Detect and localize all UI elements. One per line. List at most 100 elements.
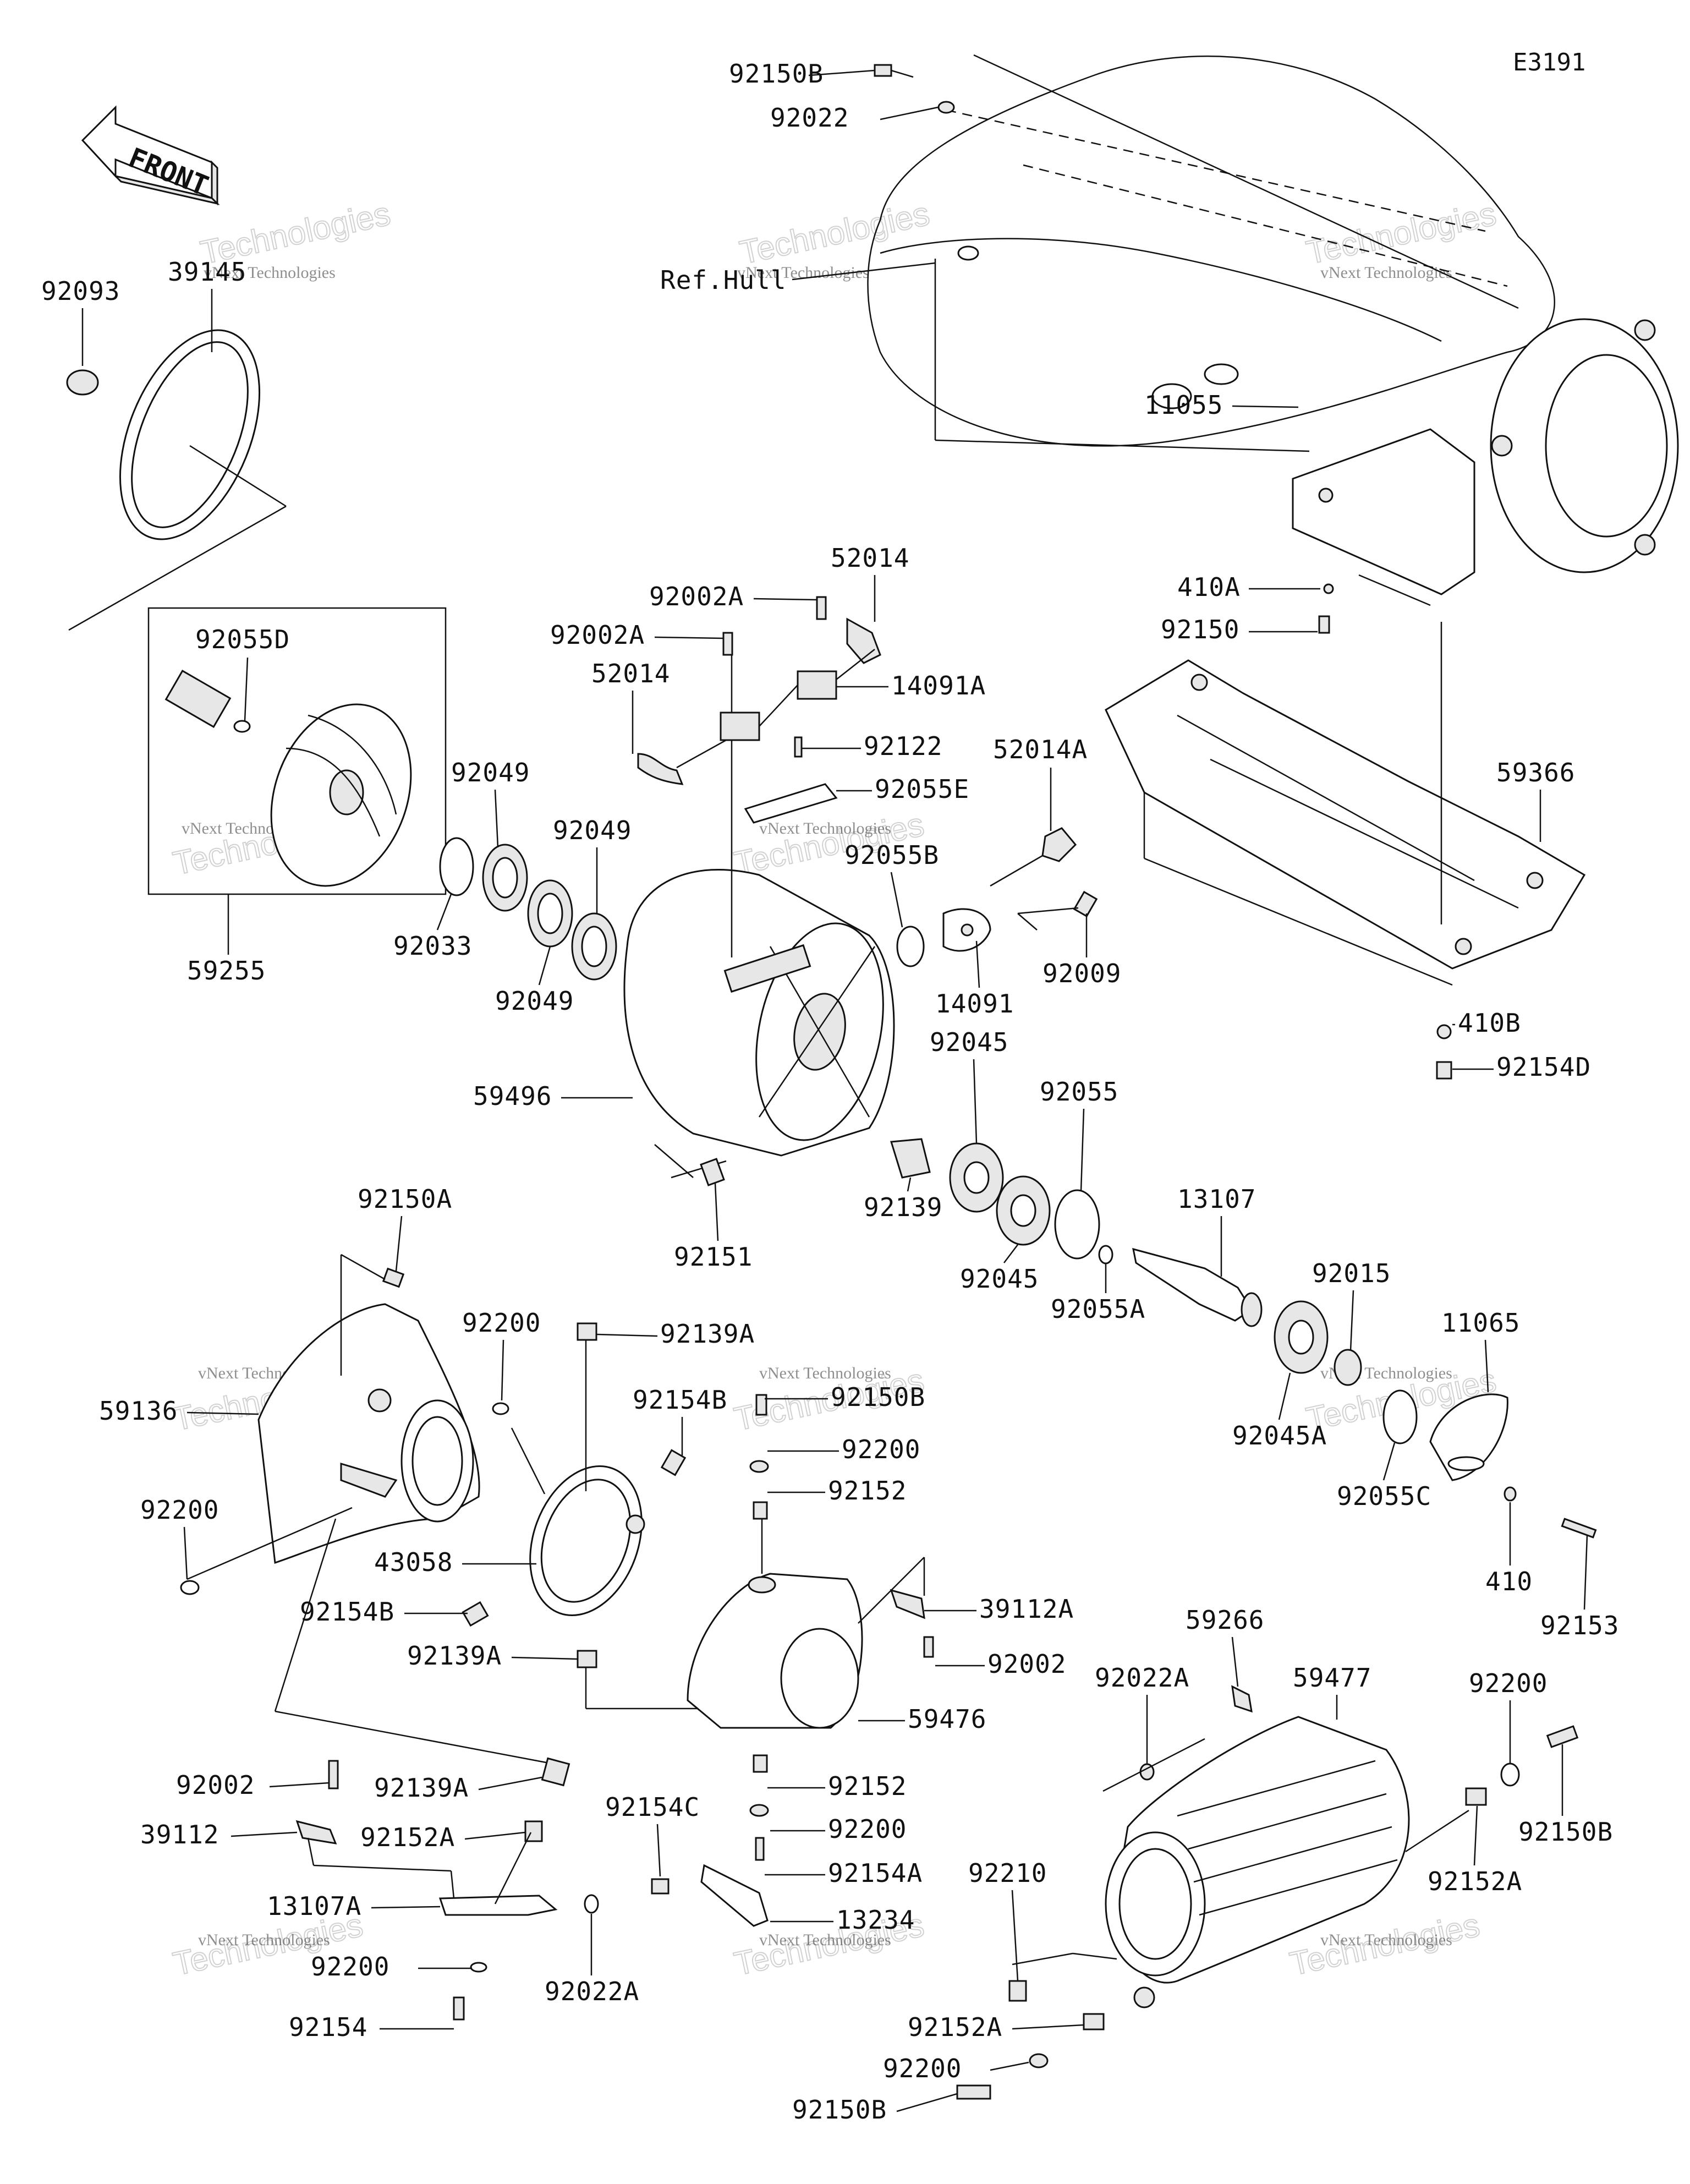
watermark-text: vNext Technologies xyxy=(759,1931,891,1949)
label-92122: 92122 xyxy=(864,731,942,761)
label-14091: 14091 xyxy=(935,989,1014,1019)
seal-stack xyxy=(439,837,617,981)
impeller-group xyxy=(147,607,447,895)
watermark-text: vNext Technologies xyxy=(204,264,336,282)
label-92200-2: 92200 xyxy=(842,1435,920,1464)
label-52014a: 52014A xyxy=(993,735,1088,764)
hull-outline: Ref.Hull xyxy=(660,54,1555,452)
label-92152a-3: 92152A xyxy=(908,2012,1002,2042)
label-92002a-2: 92002A xyxy=(550,620,645,650)
label-92152a-2: 92152A xyxy=(1428,1866,1522,1896)
steering-nozzle xyxy=(687,1394,934,1861)
pump-body xyxy=(623,868,895,1157)
diagram-code: E3191 xyxy=(1513,48,1585,76)
label-52014-left: 52014 xyxy=(591,659,670,688)
label-59496: 59496 xyxy=(473,1081,552,1111)
label-59136: 59136 xyxy=(99,1396,178,1426)
label-92055d: 92055D xyxy=(195,625,290,654)
label-92049-1: 92049 xyxy=(451,758,530,787)
label-92200-1: 92200 xyxy=(462,1308,541,1338)
pump-bracket xyxy=(1292,318,1679,595)
label-92022: 92022 xyxy=(770,103,849,133)
label-92150b-2: 92150B xyxy=(831,1382,925,1412)
label-410a: 410A xyxy=(1177,572,1241,602)
label-13107: 13107 xyxy=(1177,1184,1256,1214)
label-92154a: 92154A xyxy=(828,1858,923,1888)
label-92139a-1: 92139A xyxy=(660,1319,755,1349)
label-59476: 59476 xyxy=(908,1704,986,1734)
watermark-text: vNext Technologies xyxy=(1320,264,1452,282)
label-92139a-2: 92139A xyxy=(407,1641,502,1671)
pump-cover xyxy=(180,1267,509,1595)
label-92055c: 92055C xyxy=(1337,1481,1431,1511)
label-59366: 59366 xyxy=(1496,758,1575,787)
label-92002a-1: 92002A xyxy=(649,582,744,611)
label-92139a-3: 92139A xyxy=(374,1773,469,1803)
label-92150b-4: 92150B xyxy=(792,2095,887,2125)
steering-arm-group xyxy=(295,1757,769,2021)
label-92200-4: 92200 xyxy=(828,1814,907,1844)
label-92154d: 92154D xyxy=(1496,1052,1591,1082)
label-92200-6: 92200 xyxy=(1469,1668,1548,1698)
label-92151: 92151 xyxy=(674,1242,753,1272)
nozzle-housing xyxy=(956,1685,1579,2100)
label-92002-2: 92002 xyxy=(176,1770,255,1800)
watermark-text: vNext Technologies xyxy=(759,819,891,838)
drive-shaft xyxy=(1132,1247,1263,1327)
label-14091a: 14091A xyxy=(891,671,986,700)
label-92200-5: 92200 xyxy=(311,1952,389,1982)
callout-labels: 92150B 92022 92093 39145 11055 410A 9215… xyxy=(41,59,1619,2125)
label-59477: 59477 xyxy=(1293,1663,1371,1693)
watermark-text: vNext Technologies xyxy=(198,1931,330,1949)
label-59255: 59255 xyxy=(187,956,266,986)
label-92009: 92009 xyxy=(1042,959,1121,988)
label-92200-3: 92200 xyxy=(140,1495,219,1525)
label-92045a: 92045A xyxy=(1232,1421,1327,1450)
label-92200-7: 92200 xyxy=(883,2054,962,2083)
label-92033: 92033 xyxy=(393,931,472,961)
label-92150: 92150 xyxy=(1161,615,1239,644)
label-39112a: 39112A xyxy=(979,1594,1074,1624)
label-92022a-1: 92022A xyxy=(545,1977,639,2006)
label-92015: 92015 xyxy=(1312,1258,1391,1288)
label-11065: 11065 xyxy=(1441,1308,1520,1338)
label-92210: 92210 xyxy=(968,1858,1047,1888)
label-13234: 13234 xyxy=(836,1905,915,1935)
label-43058: 43058 xyxy=(374,1547,453,1577)
seal-ring xyxy=(66,329,261,540)
label-92022a-2: 92022A xyxy=(1095,1663,1189,1693)
label-92154b-2: 92154B xyxy=(300,1597,394,1627)
label-92049-3: 92049 xyxy=(495,986,574,1016)
label-92002-1: 92002 xyxy=(987,1649,1066,1679)
label-92154: 92154 xyxy=(289,2012,367,2042)
label-52014-top: 52014 xyxy=(831,543,909,573)
label-59266: 59266 xyxy=(1186,1605,1264,1635)
label-92055e: 92055E xyxy=(875,774,969,804)
label-92154b-1: 92154B xyxy=(633,1385,727,1415)
label-92152-1: 92152 xyxy=(828,1476,907,1506)
label-11055: 11055 xyxy=(1144,390,1223,420)
label-92139: 92139 xyxy=(864,1192,942,1222)
label-92152-2: 92152 xyxy=(828,1771,907,1801)
ring-band xyxy=(462,1322,687,1668)
label-13107a: 13107A xyxy=(267,1891,361,1921)
label-92055b: 92055B xyxy=(844,840,939,870)
label-410: 410 xyxy=(1485,1567,1533,1596)
watermark-text: vNext Technologies xyxy=(759,1364,891,1382)
small-fasteners xyxy=(874,64,1452,1080)
label-92150b: 92150B xyxy=(729,59,824,89)
label-92049-2: 92049 xyxy=(553,815,632,845)
label-92045-1: 92045 xyxy=(930,1027,1008,1057)
label-92055: 92055 xyxy=(1040,1077,1118,1107)
rear-bearing xyxy=(1274,1300,1597,1539)
bearing-group xyxy=(890,1138,1113,1265)
label-92045-2: 92045 xyxy=(960,1264,1039,1294)
label-92150a: 92150A xyxy=(358,1184,452,1214)
label-92150b-3: 92150B xyxy=(1518,1817,1613,1847)
label-92153: 92153 xyxy=(1540,1611,1619,1640)
label-92055a: 92055A xyxy=(1051,1294,1145,1324)
ref-hull-label: Ref.Hull xyxy=(660,265,787,295)
label-92152a-1: 92152A xyxy=(360,1822,455,1852)
label-92154c: 92154C xyxy=(605,1792,700,1822)
